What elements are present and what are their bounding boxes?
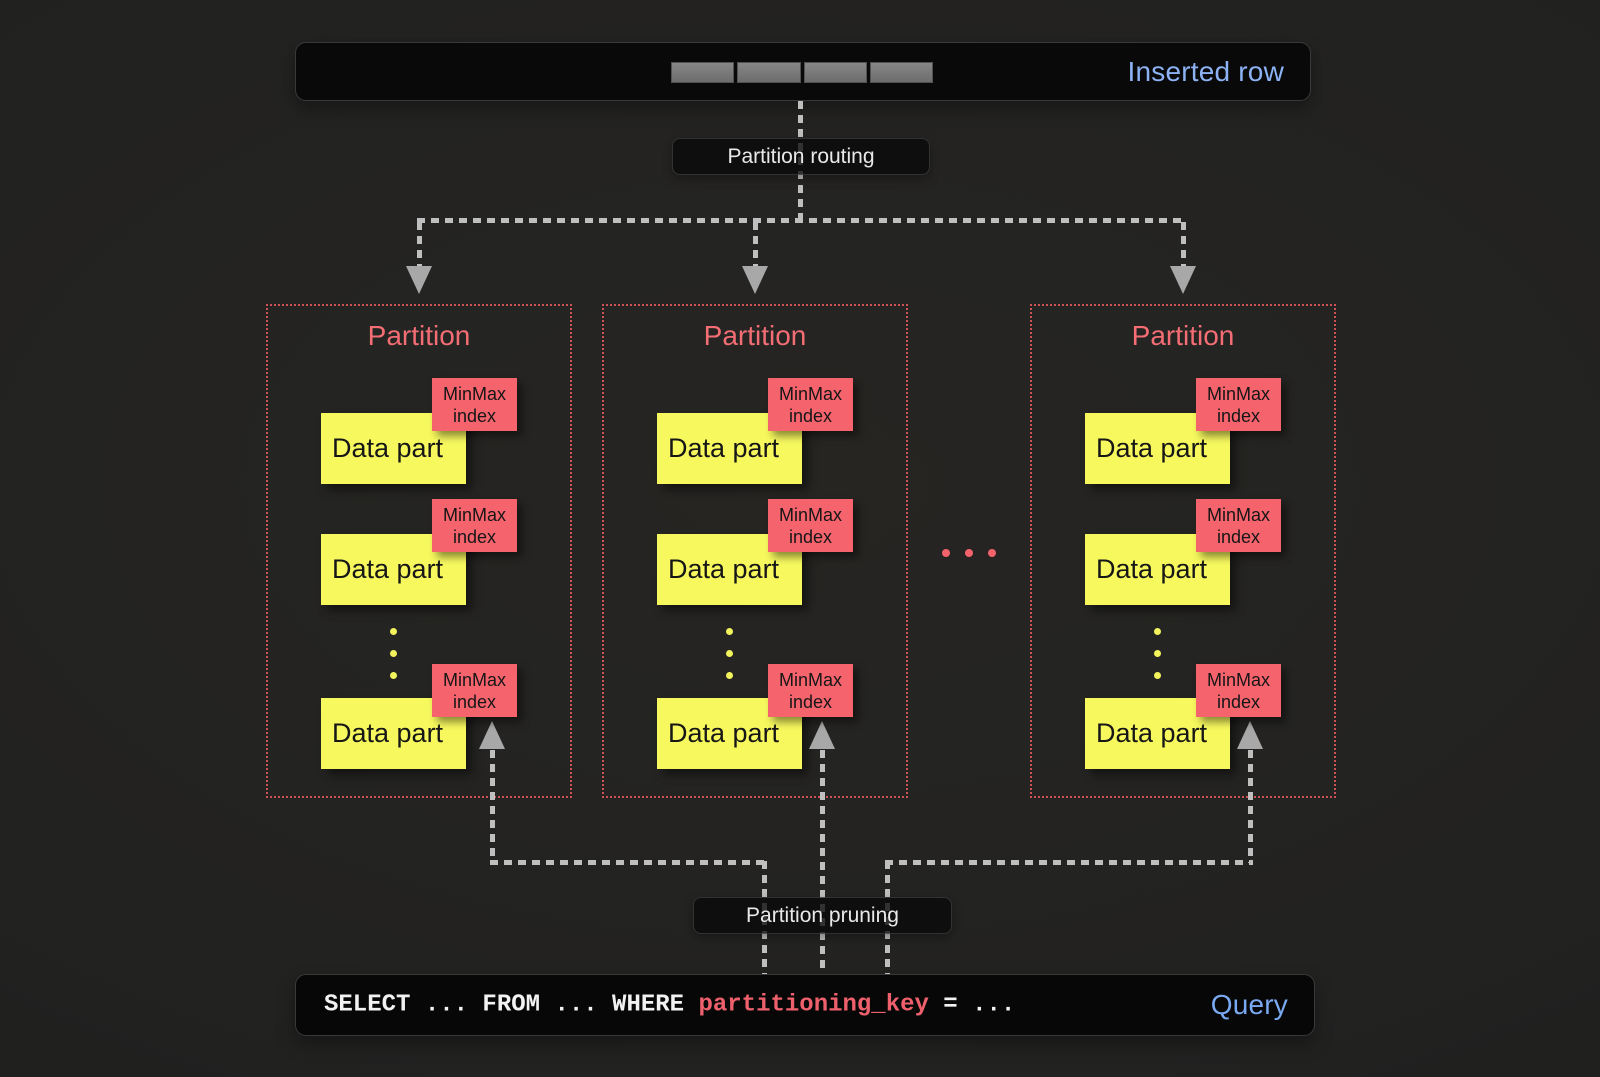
minmax-index-tag: MinMax index [768, 499, 853, 552]
pruning-line [819, 750, 825, 974]
pruning-horizontal-line [885, 859, 1253, 865]
inserted-row-bar: Inserted row [295, 42, 1311, 101]
partition-box: Partition MinMax index Data part MinMax … [1030, 304, 1336, 798]
more-partitions-ellipsis-icon [942, 549, 996, 557]
minmax-index-tag: MinMax index [432, 499, 517, 552]
arrow-up-icon [1237, 721, 1263, 749]
pruning-line [489, 750, 495, 863]
routing-branch-line [752, 222, 758, 268]
arrow-down-icon [406, 266, 432, 294]
arrow-up-icon [479, 721, 505, 749]
row-cell [869, 62, 933, 83]
query-label: Query [1210, 989, 1288, 1020]
minmax-index-tag: MinMax index [768, 664, 853, 717]
pruning-horizontal-line [489, 859, 768, 865]
inserted-row-label: Inserted row [1127, 55, 1284, 87]
minmax-index-tag: MinMax index [768, 378, 853, 431]
row-cells-icon [671, 62, 933, 83]
partition-box: Partition MinMax index Data part MinMax … [602, 304, 908, 798]
arrow-down-icon [1170, 266, 1196, 294]
routing-horizontal-line [416, 217, 1186, 223]
partition-pruning-label: Partition pruning [693, 897, 952, 934]
sql-query-text: SELECT ... FROM ... WHERE partitioning_k… [324, 992, 1015, 1019]
partition-routing-label: Partition routing [672, 138, 930, 175]
partition-title: Partition [1131, 320, 1235, 351]
partition-title: Partition [367, 320, 471, 351]
routing-branch-line [416, 222, 422, 268]
sql-prefix: SELECT ... FROM ... WHERE [324, 991, 699, 1019]
more-parts-dots-icon [726, 628, 733, 679]
sql-suffix: = ... [928, 991, 1016, 1019]
minmax-index-tag: MinMax index [1196, 378, 1281, 431]
data-part-box: Data part [321, 698, 466, 769]
row-cell [737, 62, 801, 83]
partition-box: Partition MinMax index Data part MinMax … [266, 304, 572, 798]
query-bar: SELECT ... FROM ... WHERE partitioning_k… [295, 974, 1315, 1036]
minmax-index-tag: MinMax index [432, 664, 517, 717]
arrow-up-icon [809, 721, 835, 749]
more-parts-dots-icon [1154, 628, 1161, 679]
minmax-index-tag: MinMax index [1196, 664, 1281, 717]
arrow-down-icon [742, 266, 768, 294]
row-cell [803, 62, 867, 83]
sql-partitioning-key: partitioning_key [698, 991, 929, 1019]
more-parts-dots-icon [390, 628, 397, 679]
data-part-box: Data part [1085, 413, 1230, 484]
minmax-index-tag: MinMax index [1196, 499, 1281, 552]
routing-branch-line [1180, 222, 1186, 268]
partition-routing-text: Partition routing [727, 144, 875, 168]
partition-pruning-text: Partition pruning [746, 903, 899, 927]
row-cell [671, 62, 735, 83]
minmax-index-tag: MinMax index [432, 378, 517, 431]
partition-title: Partition [703, 320, 807, 351]
pruning-line [1247, 750, 1253, 863]
